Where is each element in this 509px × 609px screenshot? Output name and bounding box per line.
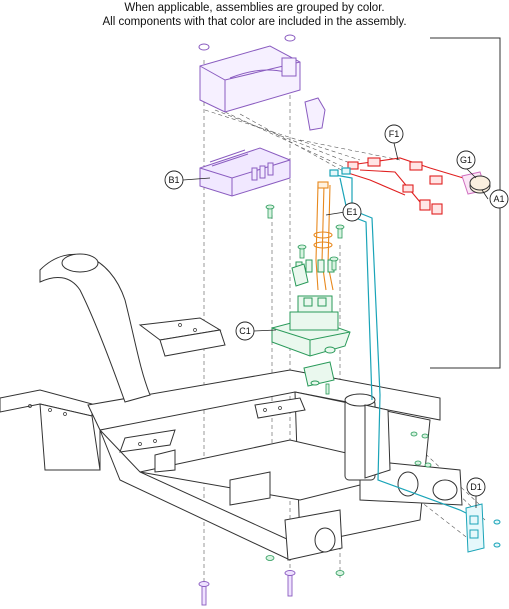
callout-c1: C1 xyxy=(235,321,255,341)
callout-e1-label: E1 xyxy=(346,207,357,217)
part-g1 xyxy=(469,175,491,194)
controller-b1 xyxy=(199,147,291,197)
callout-a1: A1 xyxy=(489,189,509,209)
fuse-block-hardware xyxy=(291,259,335,387)
long-bolts xyxy=(198,570,296,606)
frame-holes xyxy=(28,323,282,446)
callout-g1-label: G1 xyxy=(460,155,472,165)
header-line-1: When applicable, assemblies are grouped … xyxy=(124,2,385,14)
fuse-block-c1 xyxy=(271,295,351,357)
callout-e1: E1 xyxy=(342,202,362,222)
screws xyxy=(265,204,432,576)
connector-clip xyxy=(304,97,326,131)
callout-c1-label: C1 xyxy=(239,326,251,336)
callout-d1: D1 xyxy=(466,477,486,497)
header-line-2: All components with that color are inclu… xyxy=(102,16,407,28)
callout-b1-label: B1 xyxy=(168,175,179,185)
callout-b1: B1 xyxy=(164,170,184,190)
a1-bracket xyxy=(430,37,501,369)
cover-nuts xyxy=(198,34,296,51)
harness-f1 xyxy=(344,157,471,215)
fuse-leads-e1 xyxy=(313,181,334,291)
callout-f1: F1 xyxy=(384,124,404,144)
leader-lines xyxy=(182,142,489,508)
callout-d1-label: D1 xyxy=(470,482,482,492)
controller-cover xyxy=(199,45,301,113)
callout-a1-label: A1 xyxy=(493,194,504,204)
callout-g1: G1 xyxy=(456,150,476,170)
bracket-d1 xyxy=(465,503,501,553)
callout-f1-label: F1 xyxy=(389,129,400,139)
base-frame xyxy=(0,253,463,561)
callouts: A1 B1 C1 D1 E1 F1 G1 xyxy=(164,124,509,497)
